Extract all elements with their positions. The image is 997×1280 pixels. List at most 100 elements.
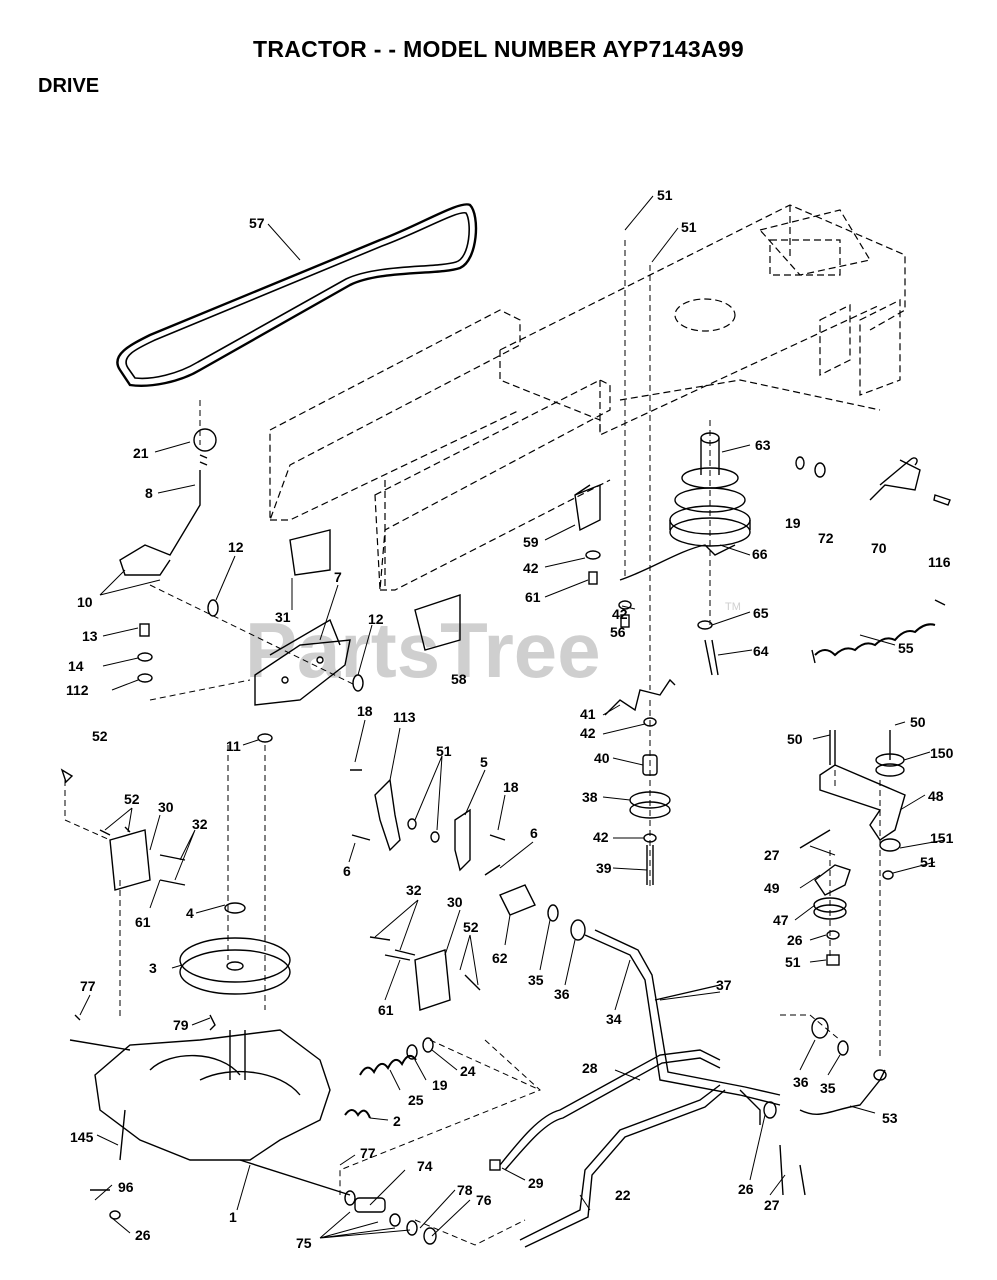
part-label: 70 bbox=[871, 540, 887, 556]
part-label: 18 bbox=[503, 779, 519, 795]
part-label: 42 bbox=[612, 606, 628, 622]
part-label: 75 bbox=[296, 1235, 312, 1251]
part-label: 66 bbox=[752, 546, 768, 562]
part-label: 48 bbox=[928, 788, 944, 804]
fasteners-left bbox=[60, 599, 364, 784]
brake-rods-part bbox=[489, 1049, 726, 1248]
part-label: 61 bbox=[378, 1002, 394, 1018]
part-label: 30 bbox=[158, 799, 174, 815]
part-label: 30 bbox=[447, 894, 463, 910]
part-label: 1 bbox=[229, 1209, 237, 1225]
spring-2 bbox=[344, 1109, 371, 1119]
part-label: 6 bbox=[530, 825, 538, 841]
part-label: 50 bbox=[787, 731, 803, 747]
part-label: 51 bbox=[681, 219, 697, 235]
part-label: 27 bbox=[764, 1197, 780, 1213]
part-label: 62 bbox=[492, 950, 508, 966]
part-label: 58 bbox=[451, 671, 467, 687]
part-label: 39 bbox=[596, 860, 612, 876]
part-label: 52 bbox=[124, 791, 140, 807]
part-label: 78 bbox=[457, 1182, 473, 1198]
part-label: 52 bbox=[92, 728, 108, 744]
part-label: 61 bbox=[525, 589, 541, 605]
part-label: 42 bbox=[523, 560, 539, 576]
part-label: 22 bbox=[615, 1187, 631, 1203]
part-label: 61 bbox=[135, 914, 151, 930]
part-label: 72 bbox=[818, 530, 834, 546]
bushings-part bbox=[109, 1190, 437, 1245]
frame-part bbox=[269, 204, 906, 591]
part-label: 65 bbox=[753, 605, 769, 621]
transaxle-part bbox=[69, 1014, 351, 1196]
watermark: PartsTree bbox=[245, 606, 601, 694]
part-label: 11 bbox=[226, 738, 241, 754]
part-label: 47 bbox=[773, 912, 789, 928]
part-label: 26 bbox=[738, 1181, 754, 1197]
part-label: 29 bbox=[528, 1175, 544, 1191]
part-label: 4 bbox=[186, 905, 194, 921]
rod-53 bbox=[799, 1069, 886, 1115]
part-label: 10 bbox=[77, 594, 93, 610]
part-label: 50 bbox=[910, 714, 926, 730]
part-label: 5 bbox=[480, 754, 488, 770]
part-label: 42 bbox=[593, 829, 609, 845]
idler-bracket-48-part bbox=[799, 730, 906, 966]
part-label: 18 bbox=[357, 703, 373, 719]
idler-arm-part bbox=[574, 483, 601, 532]
part-label: 26 bbox=[787, 932, 803, 948]
part-label: 3 bbox=[149, 960, 157, 976]
section-title: DRIVE bbox=[38, 75, 100, 97]
rod-70 bbox=[869, 457, 921, 501]
part-label: 79 bbox=[173, 1017, 189, 1033]
part-label: 113 bbox=[393, 709, 416, 725]
part-label: 96 bbox=[118, 1179, 134, 1195]
part-label: 34 bbox=[606, 1011, 622, 1027]
shift-lever-part bbox=[119, 428, 217, 576]
watermark-trademark: TM bbox=[725, 601, 741, 613]
part-label: 35 bbox=[528, 972, 544, 988]
bracket-30-right-part bbox=[369, 936, 481, 1011]
part-label: 35 bbox=[820, 1080, 836, 1096]
part-label: 40 bbox=[594, 750, 610, 766]
part-label: 27 bbox=[764, 847, 780, 863]
part-label: 53 bbox=[882, 1110, 898, 1126]
part-label: 63 bbox=[755, 437, 771, 453]
part-label: 112 bbox=[66, 682, 89, 698]
idler-pulley-38-part bbox=[604, 678, 676, 885]
page-title: TRACTOR - - MODEL NUMBER AYP7143A99 bbox=[252, 36, 745, 62]
part-label: 12 bbox=[228, 539, 244, 555]
part-label: 32 bbox=[192, 816, 208, 832]
part-labels: 57 51 51 21 8 63 19 72 70 116 12 59 42 6… bbox=[66, 187, 954, 1251]
part-label: 14 bbox=[68, 658, 84, 674]
drive-belt-part bbox=[116, 203, 478, 387]
bracket-58-part bbox=[414, 594, 461, 651]
part-label: 57 bbox=[249, 215, 265, 231]
part-label: 51 bbox=[920, 854, 936, 870]
spring-25 bbox=[359, 1054, 417, 1076]
part-label: 116 bbox=[928, 554, 951, 570]
brake-brackets-part bbox=[350, 769, 506, 876]
part-label: 36 bbox=[554, 986, 570, 1002]
part-label: 77 bbox=[80, 978, 96, 994]
part-label: 2 bbox=[393, 1113, 401, 1129]
part-label: 37 bbox=[716, 977, 732, 993]
linkage-rods-part bbox=[499, 884, 781, 1125]
part-label: 28 bbox=[582, 1060, 598, 1076]
rod-66 bbox=[619, 544, 736, 581]
spring-55 bbox=[814, 623, 936, 657]
part-label: 52 bbox=[463, 919, 479, 935]
part-label: 31 bbox=[275, 609, 291, 625]
part-label: 64 bbox=[753, 643, 769, 659]
part-label: 51 bbox=[657, 187, 673, 203]
bracket-part bbox=[254, 618, 351, 706]
part-label: 41 bbox=[580, 706, 596, 722]
part-label: 42 bbox=[580, 725, 596, 741]
part-label: 19 bbox=[432, 1077, 448, 1093]
part-label: 13 bbox=[82, 628, 98, 644]
part-label: 151 bbox=[930, 830, 954, 846]
label-leaders bbox=[79, 195, 946, 1239]
part-label: 55 bbox=[898, 640, 914, 656]
part-label: 150 bbox=[930, 745, 954, 761]
part-label: 77 bbox=[360, 1145, 376, 1161]
